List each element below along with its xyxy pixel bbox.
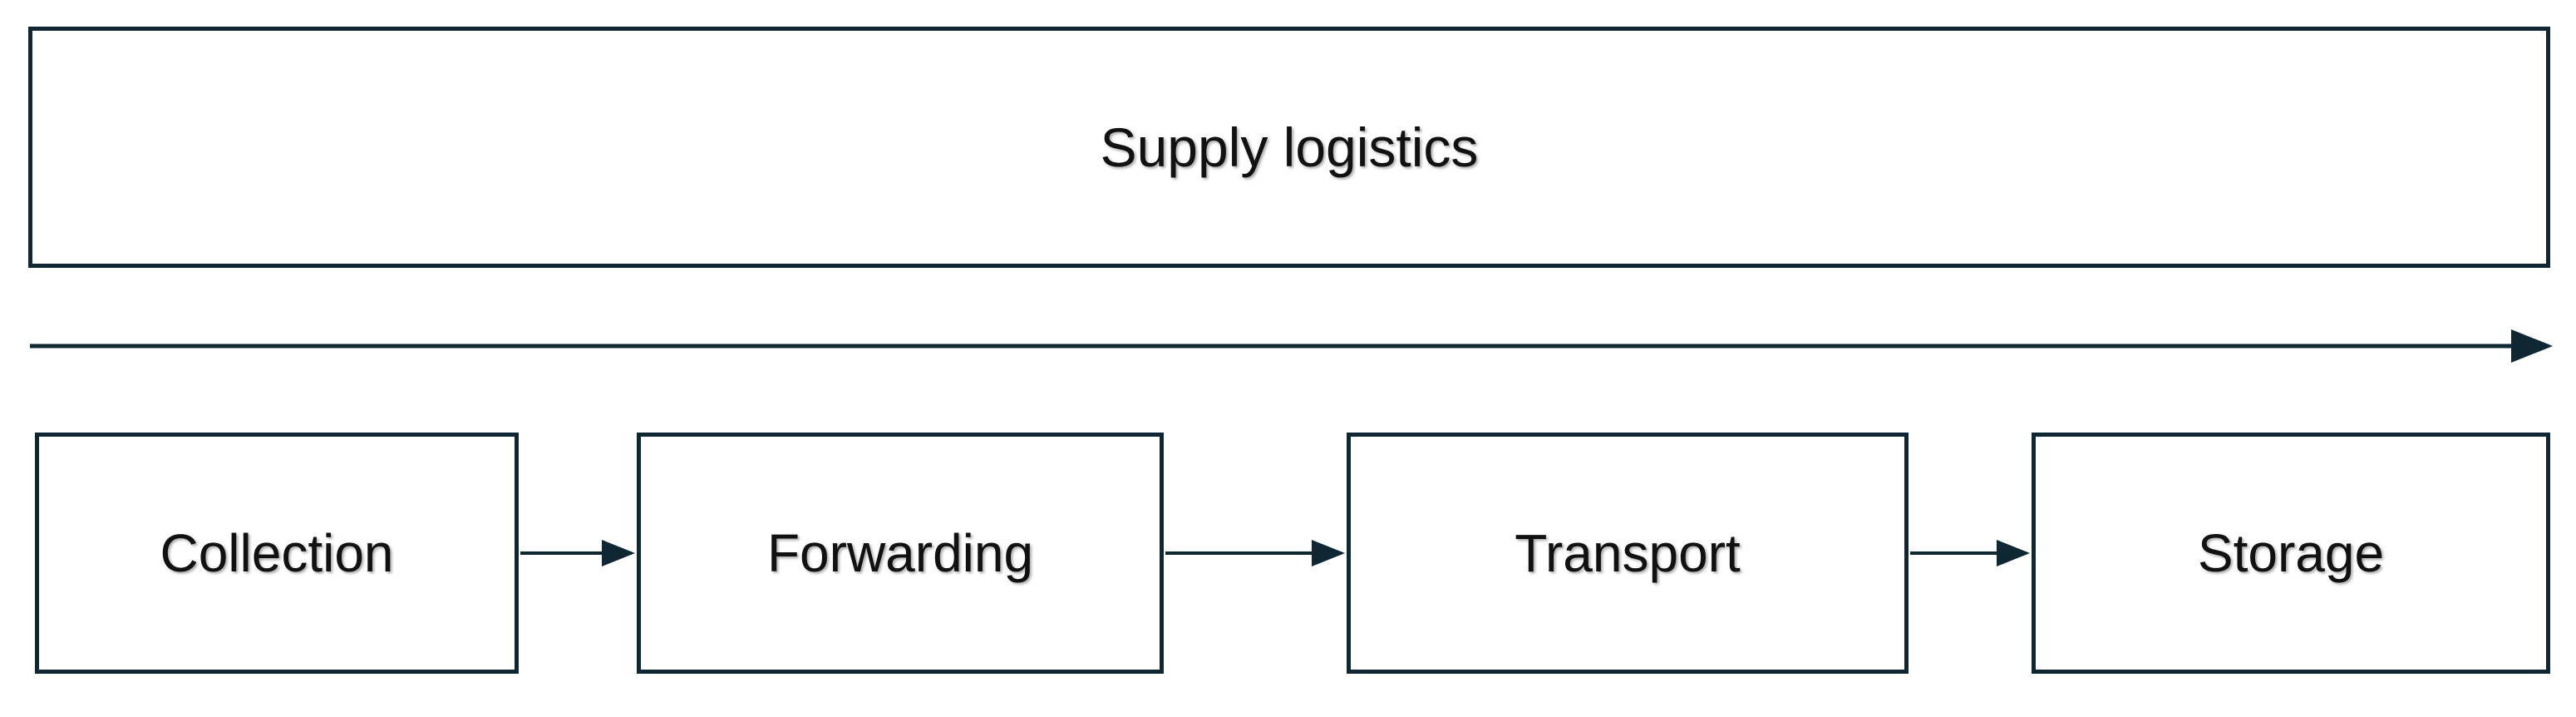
step-label-forwarding: Forwarding bbox=[766, 523, 1034, 583]
step-label-storage: Storage bbox=[2197, 523, 2385, 583]
banner-label: Supply logistics bbox=[1100, 116, 1479, 178]
step-label-transport: Transport bbox=[1515, 523, 1741, 583]
step-forwarding: Forwarding bbox=[637, 433, 1164, 674]
step-label-collection: Collection bbox=[160, 523, 394, 583]
supply-logistics-banner: Supply logistics bbox=[28, 27, 2550, 268]
step-collection: Collection bbox=[35, 433, 519, 674]
step-transport: Transport bbox=[1347, 433, 1909, 674]
step-storage: Storage bbox=[2032, 433, 2550, 674]
